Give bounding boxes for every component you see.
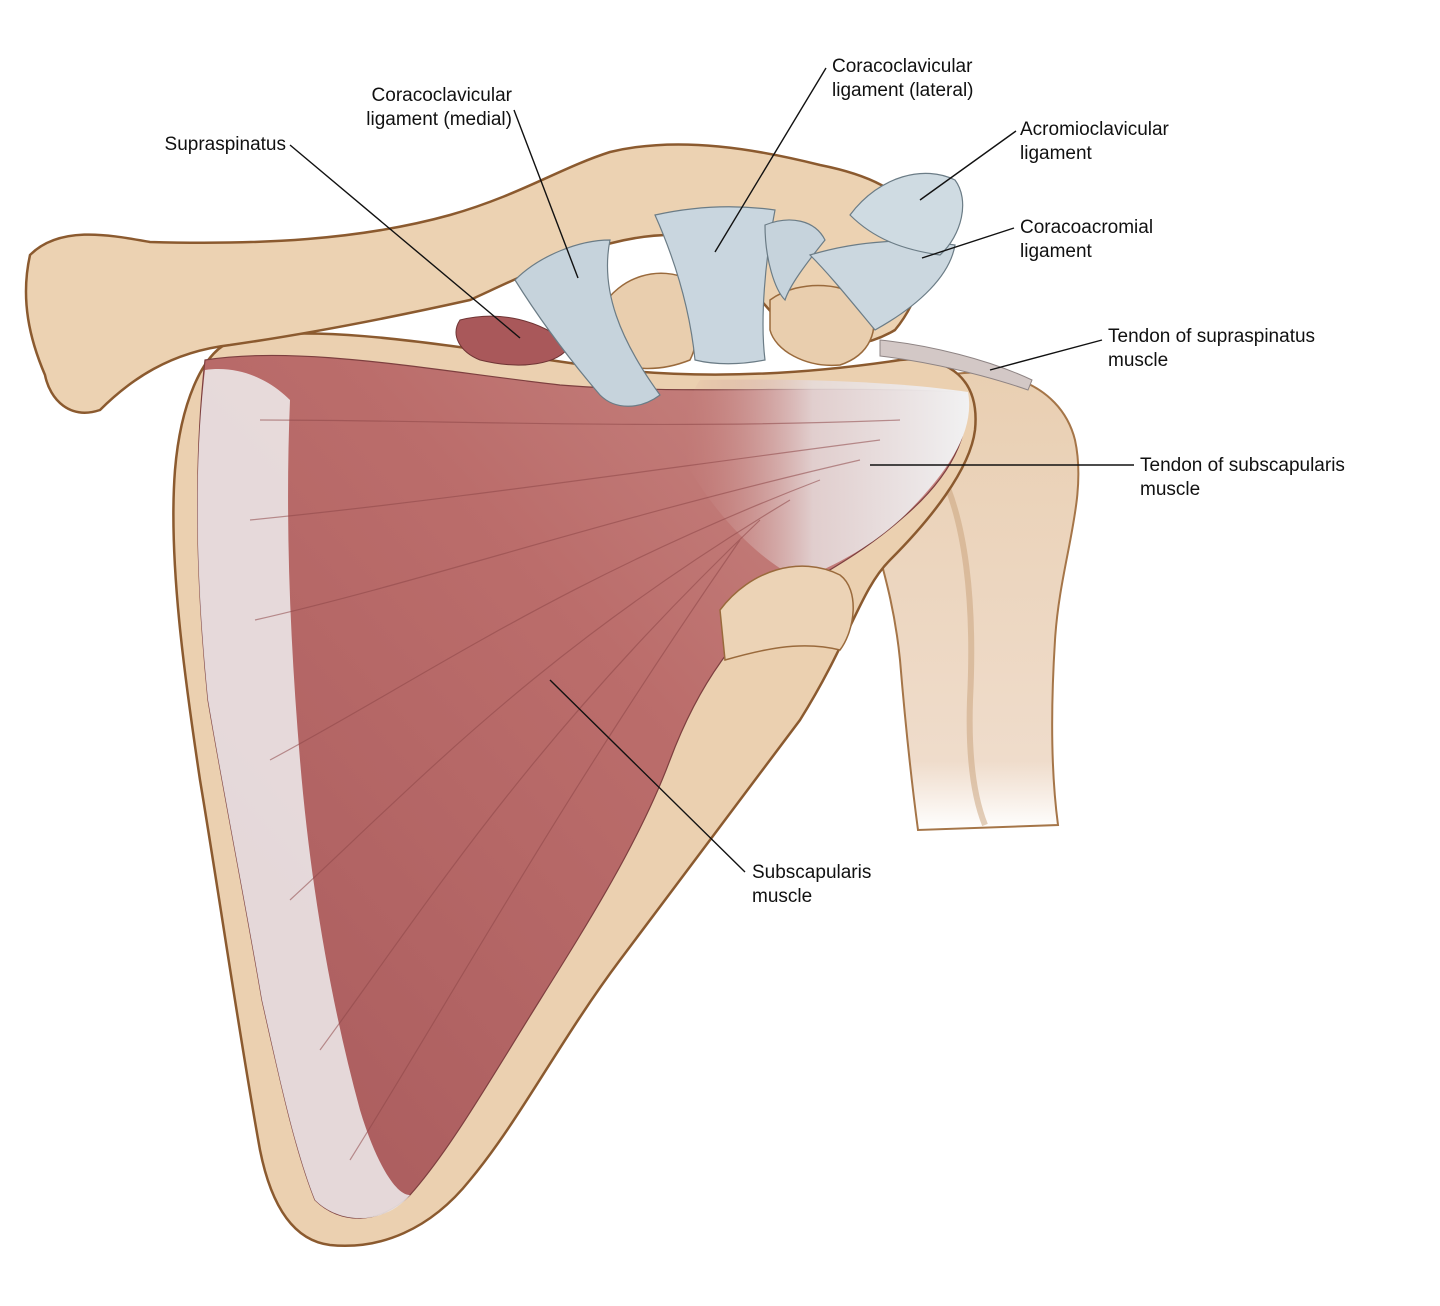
leader-line-acromioclavicular [919, 130, 1017, 201]
label-supraspinatus-line1: Supraspinatus [164, 134, 286, 155]
label-subscapularis-line2: muscle [752, 886, 813, 907]
label-coracoacromial: Coracoacromial ligament [1020, 216, 1153, 264]
leader-line-subscapularis [549, 679, 746, 873]
leader-lines [289, 67, 1134, 873]
label-coracoacromial-line2: ligament [1020, 241, 1092, 262]
label-coracoclavicular-lateral: Coracoclavicular ligament (lateral) [832, 55, 974, 103]
leader-line-cc-medial [513, 109, 579, 279]
muscle-fiber-lines [249, 419, 901, 1161]
leader-line-supraspinatus [289, 144, 521, 339]
label-cc-medial-line1: Coracoclavicular [371, 85, 512, 106]
subscapularis-tendon-shape [684, 379, 970, 580]
supraspinatus-muscle-shape [455, 315, 571, 366]
label-acromioclavicular-line1: Acromioclavicular [1020, 119, 1169, 140]
label-supraspinatus: Supraspinatus [110, 133, 286, 157]
label-cc-lateral-line1: Coracoclavicular [832, 56, 973, 77]
label-coracoacromial-line1: Coracoacromial [1020, 217, 1154, 238]
glenoid-shape [719, 565, 854, 661]
coracoclavicular-lateral-ligament-shape [654, 206, 776, 365]
coracoclavicular-medial-ligament-shape [514, 239, 661, 407]
medial-border-tendon-shape [197, 369, 410, 1219]
label-tendon-supraspinatus: Tendon of supraspinatus muscle [1108, 325, 1315, 373]
label-tendon-subscapularis-line2: muscle [1140, 479, 1201, 500]
acromioclavicular-ligament-shape [849, 172, 964, 256]
label-cc-lateral-line2: ligament (lateral) [832, 80, 974, 101]
label-tendon-subscapularis-line1: Tendon of subscapularis [1140, 455, 1345, 476]
leader-line-tendon-supraspinatus [989, 339, 1103, 371]
leader-line-coracoacromial [921, 227, 1015, 259]
label-tendon-subscapularis: Tendon of subscapularis muscle [1140, 454, 1345, 502]
label-subscapularis-muscle: Subscapularis muscle [752, 861, 871, 909]
supraspinatus-tendon-shape [879, 339, 1033, 391]
label-tendon-supraspinatus-line2: muscle [1108, 350, 1169, 371]
label-tendon-supraspinatus-line1: Tendon of supraspinatus [1108, 326, 1316, 347]
label-subscapularis-line1: Subscapularis [752, 862, 872, 883]
coracoacromial-ligament-shape [808, 240, 956, 331]
coracoclavicular-extra-ligament-shape [764, 219, 826, 302]
label-coracoclavicular-medial: Coracoclavicular ligament (medial) [300, 84, 512, 132]
label-acromioclavicular: Acromioclavicular ligament [1020, 118, 1169, 166]
label-acromioclavicular-line2: ligament [1020, 143, 1092, 164]
humerus-shaft-shading [937, 468, 988, 827]
acromion-knob-shape [769, 284, 875, 367]
leader-line-cc-lateral [714, 67, 827, 253]
label-cc-medial-line2: ligament (medial) [366, 109, 512, 130]
